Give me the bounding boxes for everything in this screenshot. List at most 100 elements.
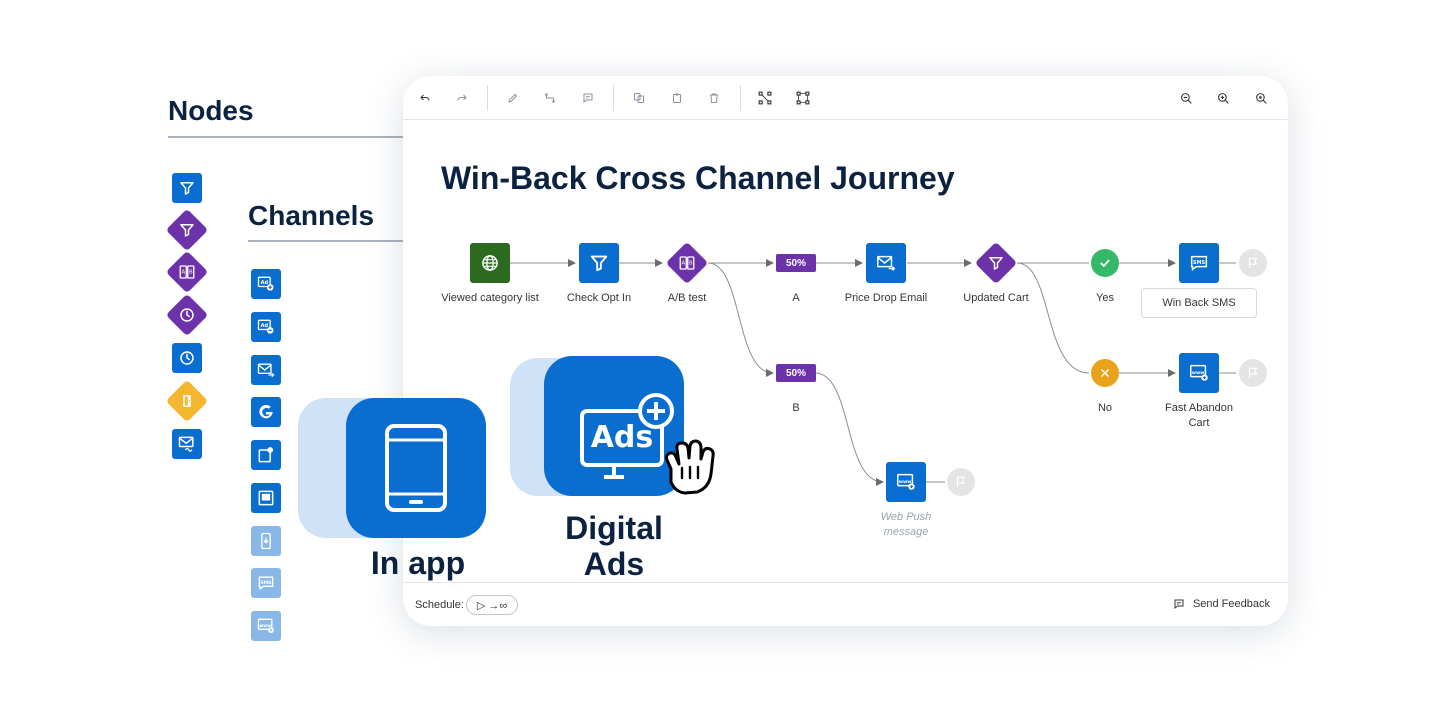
ad-monitor-icon: Ads (580, 393, 674, 479)
node-check-opt-in[interactable] (579, 243, 619, 283)
send-feedback-link[interactable]: Send Feedback (1173, 598, 1270, 610)
channel-google[interactable] (251, 397, 281, 427)
pencil-icon (508, 93, 518, 103)
check-icon (1100, 259, 1110, 268)
zoom-reset-icon (1255, 92, 1267, 104)
undo-icon (420, 94, 430, 101)
channel-email[interactable] (251, 355, 281, 385)
zoom-out-button[interactable] (1176, 88, 1196, 108)
svg-text:SMS: SMS (260, 580, 271, 586)
paste-button[interactable] (667, 88, 687, 108)
close-icon (1100, 368, 1110, 378)
label-no: No (1097, 402, 1113, 414)
actual-size-button[interactable] (793, 88, 813, 108)
actual-size-icon (796, 91, 810, 105)
palette-email-loop-node[interactable] (172, 429, 202, 459)
fit-screen-button[interactable] (755, 88, 775, 108)
node-viewed-category[interactable] (470, 243, 510, 283)
sms-icon: SMS (258, 576, 274, 591)
node-updated-cart[interactable] (974, 241, 1018, 285)
digital-ads-label: Digital Ads (540, 510, 688, 582)
zoom-in-icon (1217, 92, 1229, 104)
in-app-label: In app (370, 545, 466, 581)
canvas-toolbar (403, 76, 1288, 120)
comment-button[interactable] (578, 88, 598, 108)
palette-exit-node[interactable] (165, 379, 209, 423)
flag-icon (1248, 257, 1258, 269)
svg-text:A: A (181, 270, 185, 276)
ad-remove-icon: Ad (257, 319, 274, 334)
channel-in-app[interactable] (251, 483, 281, 513)
label-updated-cart: Updated Cart (963, 292, 1029, 304)
label-viewed-category: Viewed category list (441, 292, 539, 304)
palette-wait-node[interactable] (172, 343, 202, 373)
hand-cursor-icon (664, 439, 715, 495)
digital-ads-label-line1: Digital (565, 510, 663, 546)
nodes-divider (168, 136, 408, 138)
split-a-percentage[interactable]: 50% (776, 254, 816, 272)
clock-icon (180, 308, 194, 322)
split-b-percentage[interactable]: 50% (776, 364, 816, 382)
palette-condition-node[interactable] (165, 208, 209, 252)
channels-divider (248, 240, 408, 242)
digital-ads-tile[interactable]: Ads (544, 356, 684, 496)
journey-canvas: Win-Back Cross Channel Journey (403, 76, 1288, 626)
node-win-back-sms[interactable]: SMS (1179, 243, 1219, 283)
connect-button[interactable] (540, 88, 560, 108)
palette-wait-until-node[interactable] (165, 293, 209, 337)
channel-sms[interactable]: SMS (251, 568, 281, 598)
copy-icon (634, 93, 644, 103)
redo-button[interactable] (452, 88, 472, 108)
journey-title: Win-Back Cross Channel Journey (441, 160, 955, 196)
zoom-in-button[interactable] (1213, 88, 1233, 108)
end-flag (1239, 249, 1267, 277)
label-split-b: B (792, 402, 800, 414)
svg-text:B: B (689, 261, 693, 267)
delete-button[interactable] (704, 88, 724, 108)
paste-icon (673, 93, 681, 103)
zoom-out-icon (1180, 92, 1192, 104)
redo-icon (457, 94, 467, 101)
node-price-drop-email[interactable] (866, 243, 906, 283)
channel-web-push[interactable]: www (251, 611, 281, 641)
web-push-icon: www (897, 473, 915, 490)
undo-button[interactable] (415, 88, 435, 108)
palette-filter-node[interactable] (172, 173, 202, 203)
email-send-icon (877, 255, 896, 271)
node-fast-abandon-cart[interactable]: www (1179, 353, 1219, 393)
edit-button[interactable] (503, 88, 523, 108)
label-price-drop-email: Price Drop Email (844, 292, 928, 304)
win-back-sms-label-box[interactable]: Win Back SMS (1141, 288, 1257, 318)
channel-ad-add[interactable]: Ad (251, 269, 281, 299)
in-app-message-icon (258, 490, 274, 506)
copy-button[interactable] (629, 88, 649, 108)
feedback-icon (1174, 599, 1184, 610)
email-send-icon (257, 363, 275, 378)
end-flag (947, 468, 975, 496)
channel-ad-remove[interactable]: Ad (251, 312, 281, 342)
label-yes: Yes (1096, 292, 1114, 304)
schedule-chip[interactable]: ▷ →∞ (466, 595, 518, 615)
branch-yes[interactable] (1091, 249, 1119, 277)
filter-icon (180, 224, 194, 237)
svg-text:www: www (259, 623, 271, 628)
channel-push-notification[interactable] (251, 440, 281, 470)
channel-mobile-download[interactable] (251, 526, 281, 556)
node-web-push-message[interactable]: www (886, 462, 926, 502)
tablet-icon (385, 424, 447, 512)
globe-icon (482, 255, 498, 271)
digital-ads-label-line2: Ads (583, 546, 645, 582)
branch-no[interactable] (1091, 359, 1119, 387)
fit-to-screen-icon (758, 91, 772, 105)
filter-icon (989, 257, 1003, 270)
connector-icon (545, 93, 555, 103)
zoom-reset-button[interactable] (1251, 88, 1271, 108)
toolbar-separator (740, 85, 741, 111)
label-fast-abandon-cart: Fast Abandon Cart (1165, 402, 1233, 429)
in-app-tile[interactable] (346, 398, 486, 538)
